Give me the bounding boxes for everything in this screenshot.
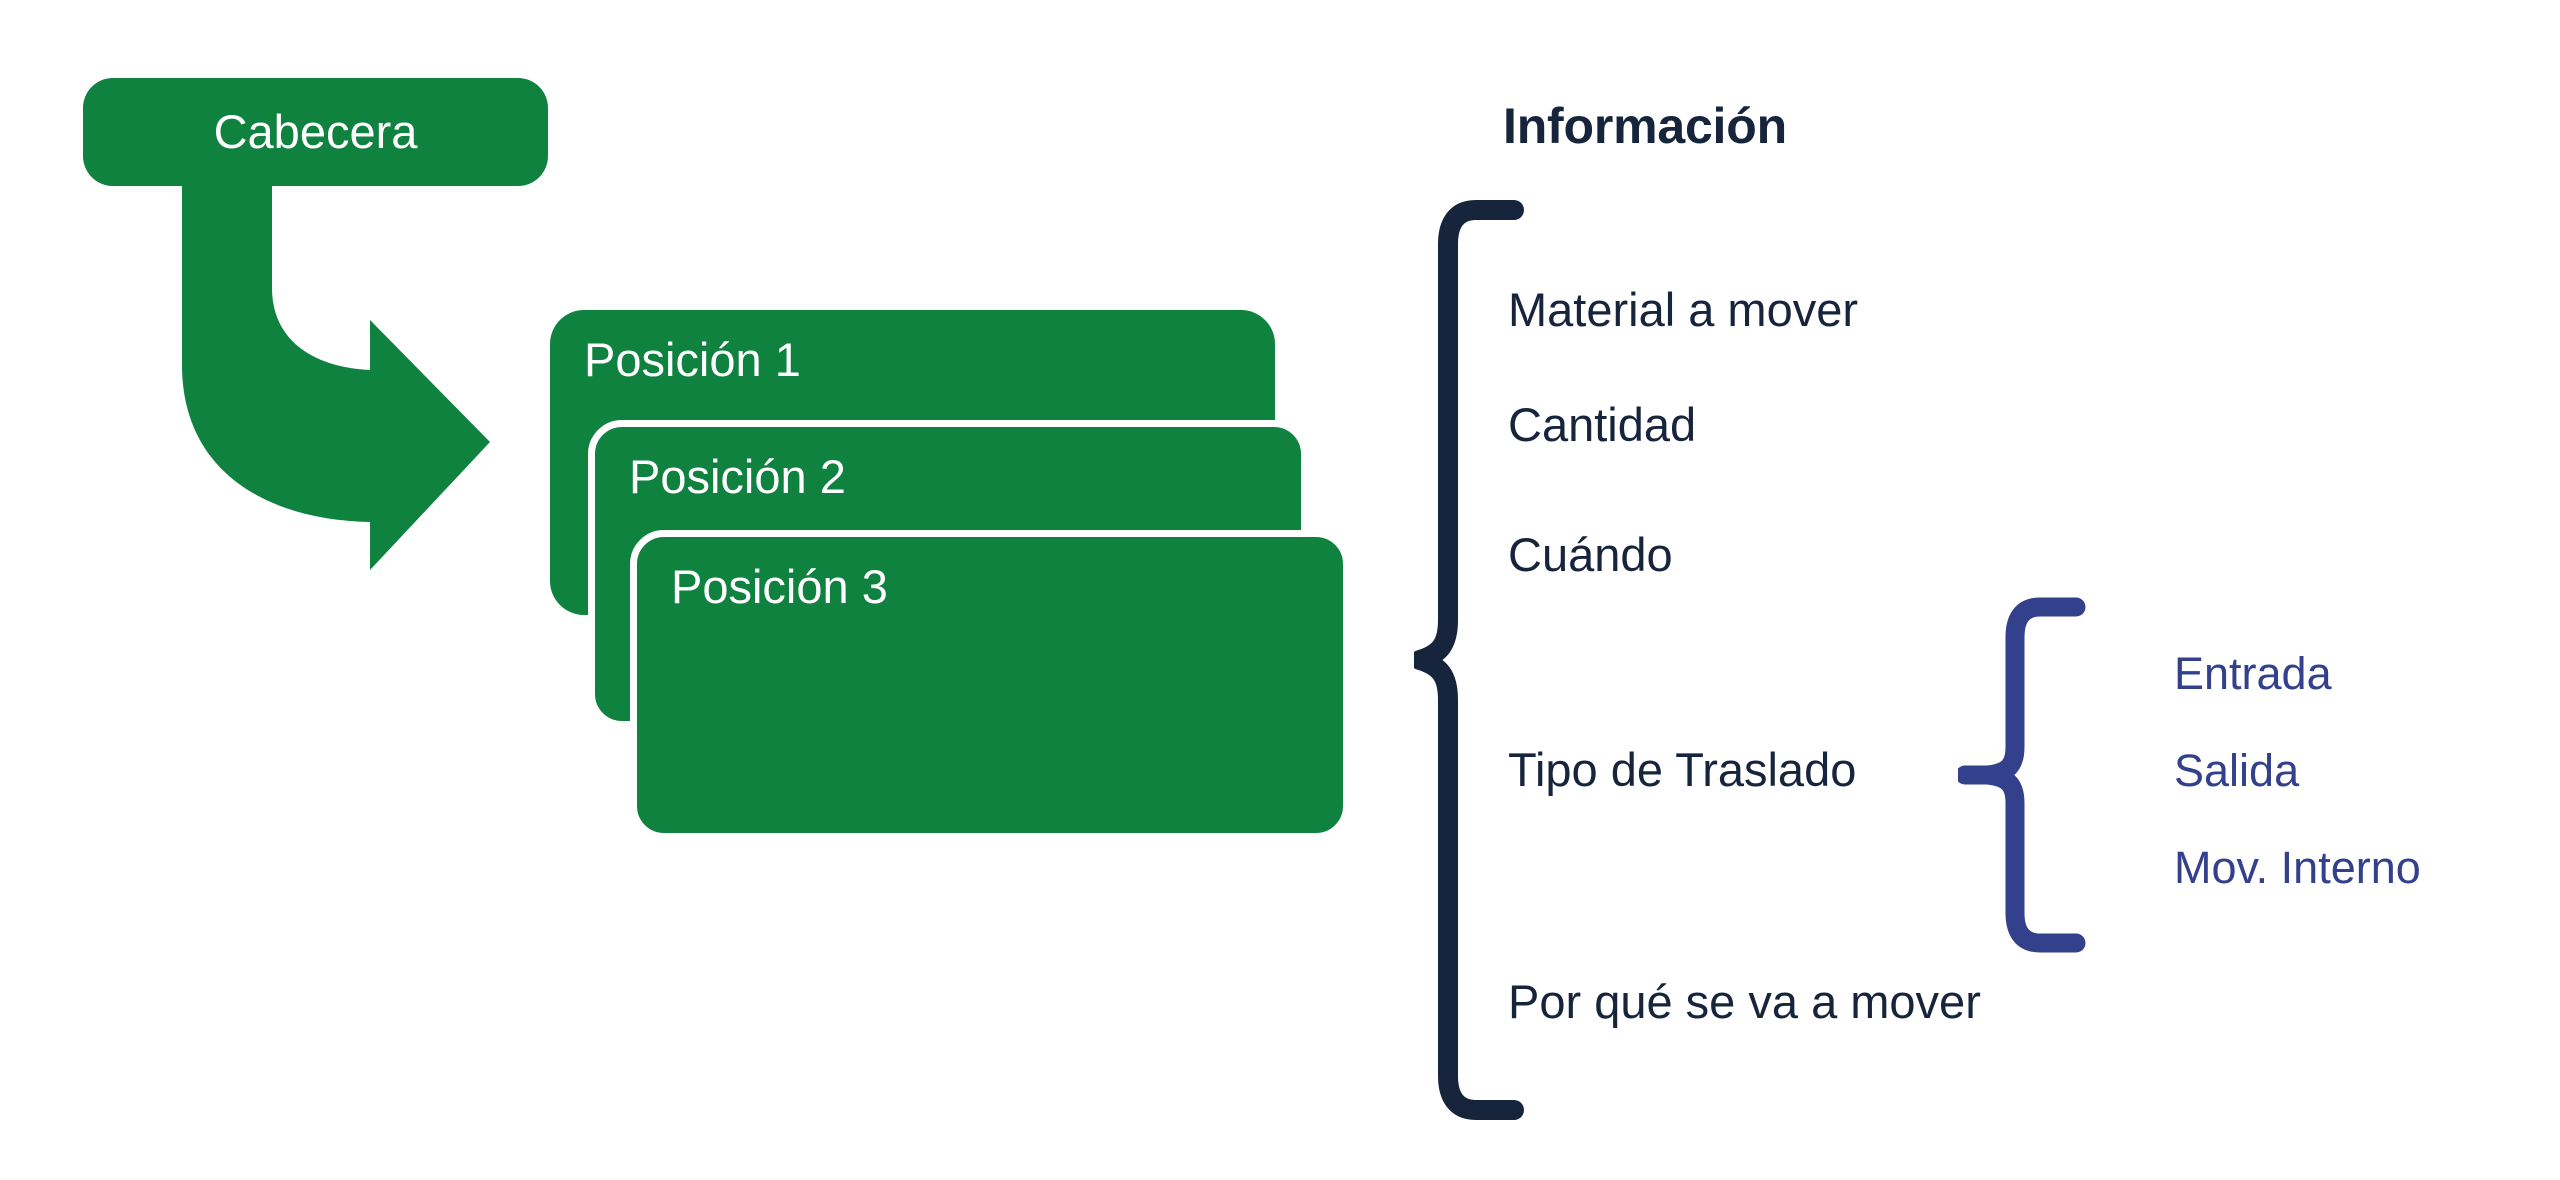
informacion-curly-brace-left-icon bbox=[1414, 200, 1524, 1120]
posicion-card-3-label: Posición 3 bbox=[671, 560, 888, 613]
posicion-card-2-label: Posición 2 bbox=[629, 450, 846, 503]
curved-arrow-down-right-icon bbox=[182, 170, 490, 570]
informacion-item-tipo-de-traslado: Tipo de Traslado bbox=[1508, 743, 1857, 796]
tipo-traslado-curly-brace-left-icon bbox=[1958, 597, 2086, 953]
informacion-item-por-que: Por qué se va a mover bbox=[1508, 975, 1981, 1028]
informacion-title: Información bbox=[1503, 98, 1787, 154]
tipo-traslado-option-salida: Salida bbox=[2174, 745, 2300, 796]
tipo-traslado-option-mov-interno: Mov. Interno bbox=[2174, 842, 2421, 893]
cabecera-box[interactable]: Cabecera bbox=[83, 78, 548, 186]
posicion-card-1-label: Posición 1 bbox=[584, 333, 801, 386]
informacion-item-cuando: Cuándo bbox=[1508, 528, 1673, 581]
informacion-item-material: Material a mover bbox=[1508, 283, 1858, 336]
cabecera-label: Cabecera bbox=[213, 105, 418, 158]
tipo-traslado-option-entrada: Entrada bbox=[2174, 648, 2332, 699]
posicion-card-3[interactable]: Posición 3 bbox=[630, 530, 1350, 840]
informacion-item-cantidad: Cantidad bbox=[1508, 398, 1697, 451]
